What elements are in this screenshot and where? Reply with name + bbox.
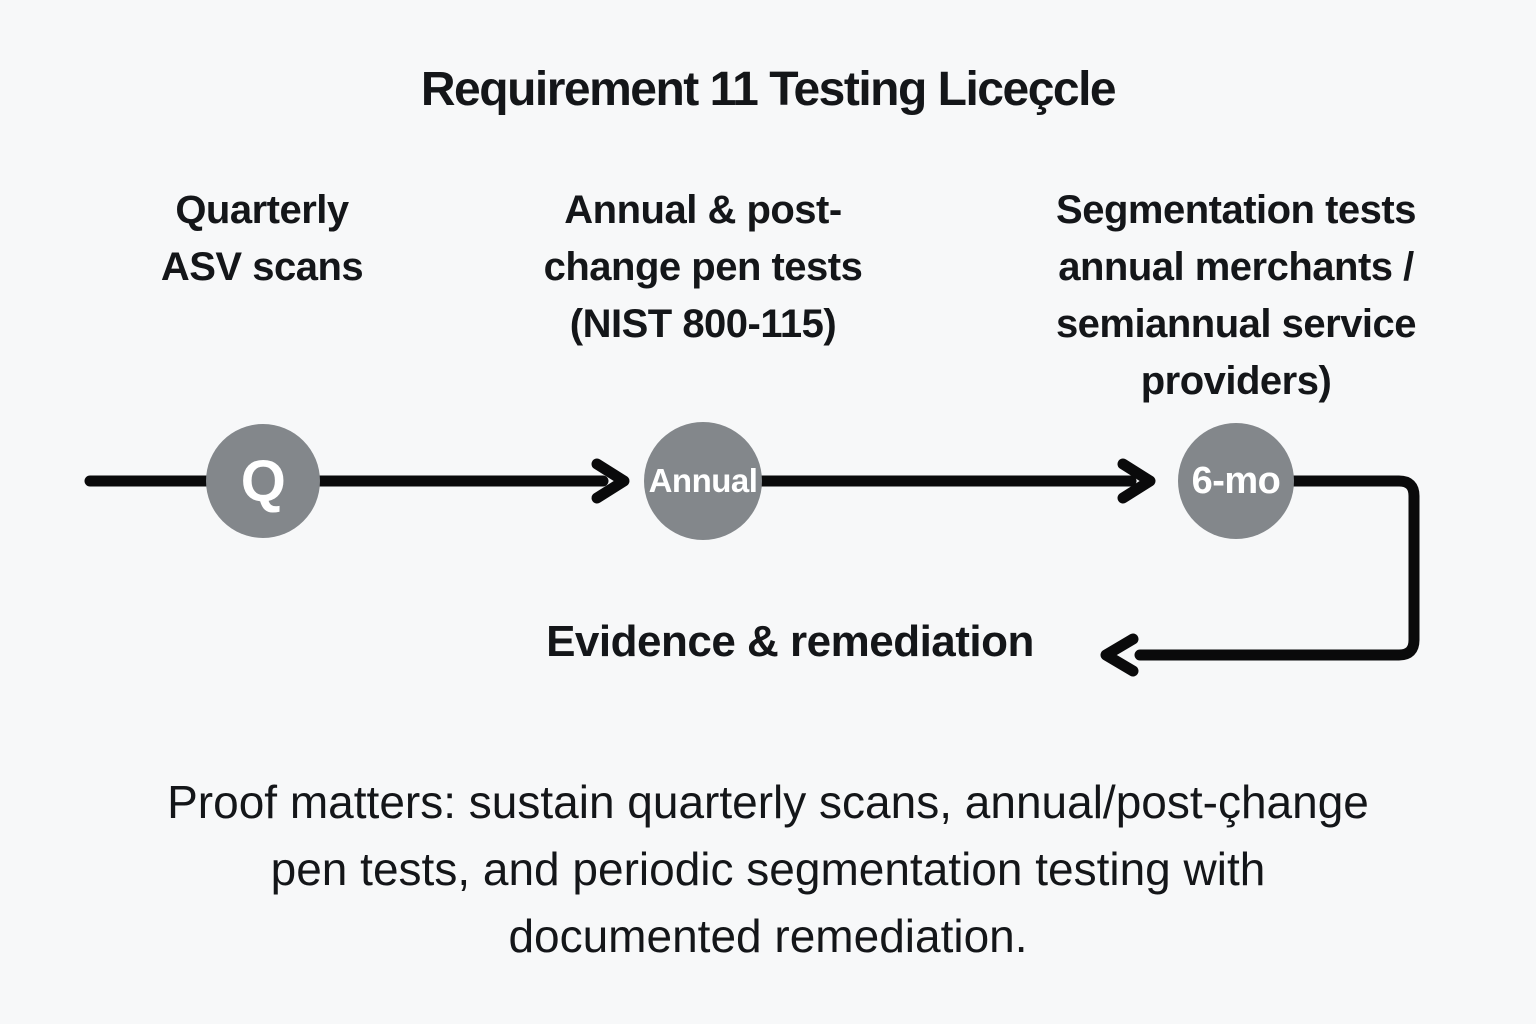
return-arrowhead-icon bbox=[1100, 633, 1139, 677]
return-path bbox=[1134, 475, 1420, 661]
page-title: Requirement 11 Testing Liceçcle bbox=[420, 63, 1117, 116]
evidence-remediation-label: Evidence & remediation bbox=[546, 617, 1034, 666]
node-annual-label: Annual bbox=[648, 462, 758, 499]
arrow-2-head-icon bbox=[1117, 458, 1156, 504]
node-6mo: 6-mo bbox=[1178, 423, 1294, 539]
stage-label-segmentation: Segmentation tests annual merchants / se… bbox=[1055, 188, 1417, 403]
stage-label-quarterly-asv: Quarterly ASV scans bbox=[160, 188, 364, 289]
arrow-1-head-icon bbox=[591, 458, 630, 504]
node-annual: Annual bbox=[644, 422, 762, 540]
stage-label-pen-tests: Annual & post- change pen tests (NIST 80… bbox=[543, 188, 863, 346]
node-quarterly-label: Q bbox=[240, 448, 286, 514]
footer-note: Proof matters: sustain quarterly scans, … bbox=[167, 776, 1369, 962]
node-6mo-label: 6-mo bbox=[1191, 459, 1281, 502]
node-quarterly: Q bbox=[206, 424, 320, 538]
